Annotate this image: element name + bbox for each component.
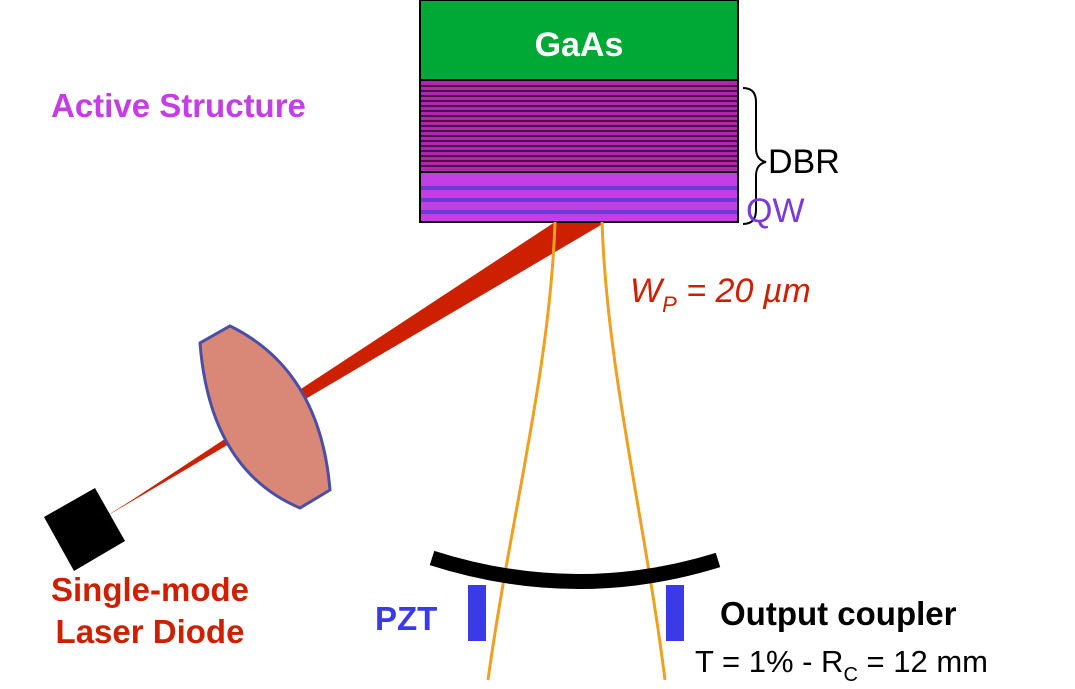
- pzt-block-right: [666, 585, 684, 641]
- output-coupler-label: Output coupler: [720, 595, 957, 632]
- qw-region: [419, 171, 739, 223]
- dbr-stripes: [421, 85, 737, 167]
- laser-mode-right: [600, 221, 667, 681]
- pump-beam: [100, 222, 606, 520]
- pump-waist-label: WP = 20 µm: [630, 272, 811, 317]
- qw-stripes: [421, 186, 737, 214]
- focusing-lens: [198, 324, 332, 510]
- output-coupler-spec: T = 1% - RC = 12 mm: [695, 644, 988, 686]
- active-structure-label: Active Structure: [51, 87, 306, 124]
- laser-diode: [44, 488, 125, 571]
- output-coupler-mirror: [429, 550, 721, 589]
- gaas-substrate: [419, 0, 739, 81]
- qw-label: QW: [746, 192, 805, 230]
- dbr-brace: [742, 87, 767, 225]
- pzt-label: PZT: [375, 600, 437, 637]
- laser-diode-label-line1: Single-mode: [51, 571, 249, 608]
- dbr-label: DBR: [768, 143, 840, 181]
- laser-diode-label-line2: Laser Diode: [56, 613, 245, 650]
- pzt-block-left: [468, 585, 486, 641]
- gaas-label: GaAs: [535, 26, 624, 64]
- laser-mode-left: [486, 221, 557, 681]
